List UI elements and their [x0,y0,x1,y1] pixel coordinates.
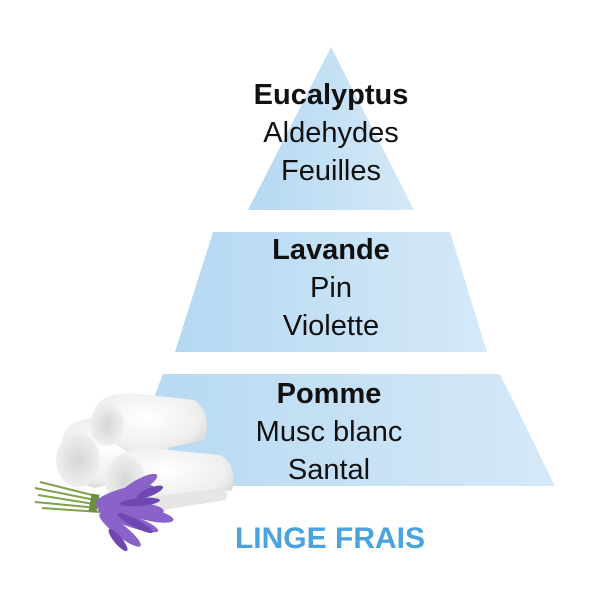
fragrance-title: LINGE FRAIS [234,522,425,555]
pyramid-tier-top [248,47,414,210]
tier-base-note: Musc blanc [255,416,403,448]
tier-heart-note: Violette [282,310,380,342]
tier-heart-notes: Lavande Pin Violette [231,236,431,341]
tier-top-notes: Eucalyptus Aldehydes Feuilles [231,81,431,186]
tier-base-head: Pomme [276,378,382,410]
tier-base-note: Santal [287,454,371,486]
tier-top-note: Feuilles [281,155,381,187]
tier-top-head: Eucalyptus [253,79,409,111]
tier-heart-head: Lavande [272,234,390,266]
pyramid-tier-heart [175,232,487,352]
tier-base-notes: Pomme Musc blanc Santal [229,380,429,485]
tier-heart-note: Pin [310,272,352,304]
tier-top-note: Aldehydes [263,117,399,149]
